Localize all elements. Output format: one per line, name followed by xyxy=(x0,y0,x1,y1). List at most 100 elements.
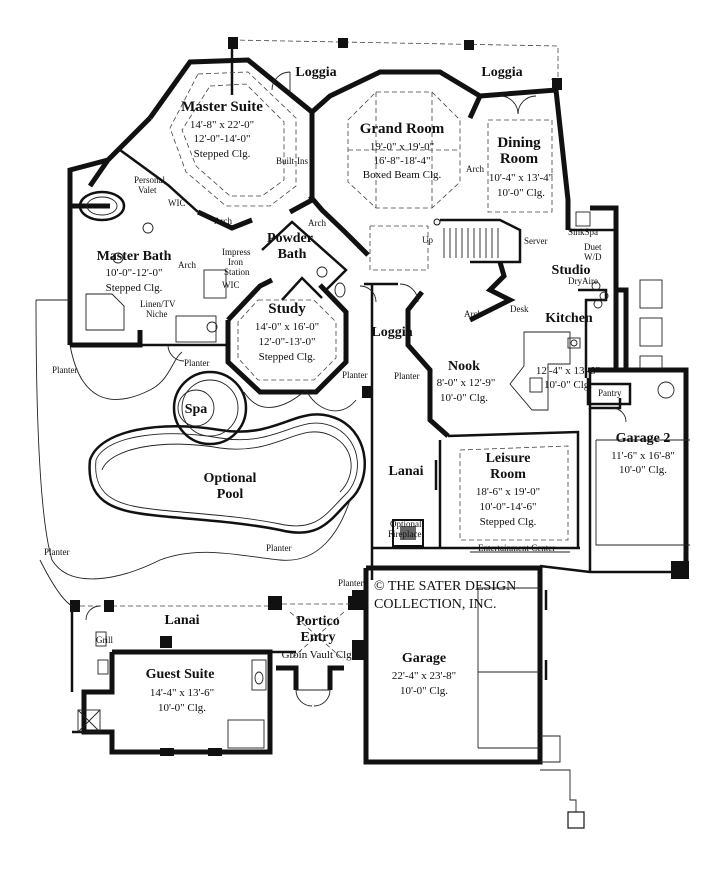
desk-label: Desk xyxy=(510,304,529,314)
impress-label-1: Impress xyxy=(222,247,251,257)
portico-entry-ceiling: Groin Vault Clg. xyxy=(282,649,355,661)
master-bath-name: Master Bath xyxy=(97,249,172,264)
arch-label-dining: Arch xyxy=(466,164,484,174)
garage2-windows xyxy=(575,211,675,399)
wd-label: W/D xyxy=(584,252,602,262)
kitchen-size: 12'-4" x 13'-8" xyxy=(536,365,600,377)
dining-room-size: 10'-4" x 13'-4" xyxy=(489,172,553,184)
study-ceiling: 12'-0"-13'-0" xyxy=(259,336,316,348)
arch-label-nook: Arch xyxy=(464,309,482,319)
ceiling-details xyxy=(169,71,553,661)
arch-label-bath: Arch xyxy=(178,260,196,270)
up-label: Up xyxy=(422,235,433,245)
built-ins-label: Built-Ins xyxy=(276,156,308,166)
garage-2-ceiling: 10'-0" Clg. xyxy=(619,464,667,476)
impress-label-3: Station xyxy=(224,267,250,277)
master-bath-ceiling-type: Stepped Clg. xyxy=(106,282,163,294)
copyright-line-2: COLLECTION, INC. xyxy=(374,597,497,612)
guest-suite-ceiling: 10'-0" Clg. xyxy=(158,702,206,714)
grill-label: Grill xyxy=(96,635,113,645)
leisure-room-name-1: Leisure xyxy=(486,451,531,466)
portico-entry-name-1: Portico xyxy=(296,614,340,629)
kitchen-ceiling: 10'-0" Clg. xyxy=(544,379,592,391)
planter-label-portico: Planter xyxy=(338,578,364,588)
guest-suite-size: 14'-4" x 13'-6" xyxy=(150,687,214,699)
garage-ceiling: 10'-0" Clg. xyxy=(400,685,448,697)
planter-label-lanai: Planter xyxy=(394,371,420,381)
dry-aire-label: DryAire xyxy=(568,276,598,286)
master-suite-ceiling: 12'-0"-14'-0" xyxy=(194,133,251,145)
portico-entry-name-2: Entry xyxy=(301,630,336,645)
arch-label-grand: Arch xyxy=(308,218,326,228)
study-name: Study xyxy=(268,301,306,317)
kitchen-fixtures xyxy=(509,281,632,411)
loggia-label-top-left: Loggia xyxy=(295,65,336,80)
annotation-labels: Loggia Loggia Loggia Lanai Lanai Planter… xyxy=(44,65,622,645)
wic-label-master: WIC xyxy=(168,198,186,208)
master-suite-ceiling-type: Stepped Clg. xyxy=(194,148,251,160)
staircase xyxy=(433,218,522,323)
impress-label-2: Iron xyxy=(228,257,243,267)
planter-label-bath: Planter xyxy=(184,358,210,368)
duet-label: Duet xyxy=(584,242,602,252)
leisure-room-ceiling: 10'-0"-14'-6" xyxy=(480,501,537,513)
personal-valet-label-2: Valet xyxy=(138,185,157,195)
personal-valet-label-1: Personal xyxy=(134,175,165,185)
leisure-room-name-2: Room xyxy=(490,467,526,482)
wic-label-bath: WIC xyxy=(222,280,240,290)
arch-label-master: Arch xyxy=(214,216,232,226)
nook-size: 8'-0" x 12'-9" xyxy=(437,377,496,389)
lanai-label-center: Lanai xyxy=(388,464,423,479)
grand-room-ceiling-type: Boxed Beam Clg. xyxy=(363,169,442,181)
optional-pool-name-1: Optional xyxy=(204,471,257,486)
garage-name: Garage xyxy=(402,651,446,666)
room-labels: Master Suite 14'-8" x 22'-0" 12'-0"-14'-… xyxy=(97,99,675,714)
pool xyxy=(35,299,366,607)
grand-room-size: 19'-0" x 19'-0" xyxy=(370,141,434,153)
kitchen-name: Kitchen xyxy=(545,311,593,326)
nook-name: Nook xyxy=(448,359,480,374)
master-suite-name: Master Suite xyxy=(181,99,263,115)
master-bath-size: 10'-0"-12'-0" xyxy=(106,267,163,279)
nook-ceiling: 10'-0" Clg. xyxy=(440,392,488,404)
dining-room-name-2: Room xyxy=(500,151,539,167)
leisure-room-size: 18'-6" x 19'-0" xyxy=(476,486,540,498)
guest-suite-name: Guest Suite xyxy=(146,667,215,682)
dining-room-ceiling: 10'-0" Clg. xyxy=(497,187,545,199)
studio-name: Studio xyxy=(552,263,591,278)
powder-bath-name-2: Bath xyxy=(278,247,307,262)
planter-label-bottom-left: Planter xyxy=(44,547,70,557)
garage-size: 22'-4" x 23'-8" xyxy=(392,670,456,682)
copyright-line-1: © THE SATER DESIGN xyxy=(374,579,516,594)
loggia-label-center: Loggia xyxy=(371,325,412,340)
study-size: 14'-0" x 16'-0" xyxy=(255,321,319,333)
dining-room-name-1: Dining xyxy=(497,135,541,151)
powder-bath-name-1: Powder xyxy=(267,231,313,246)
garage-2-size: 11'-6" x 16'-8" xyxy=(611,450,675,462)
server-label: Server xyxy=(524,236,548,246)
pantry-label: Pantry xyxy=(598,388,622,398)
sink-spa-label: SinkSpa xyxy=(568,227,598,237)
loggia-label-top-right: Loggia xyxy=(481,65,522,80)
linen-label-1: Linen/TV xyxy=(140,299,176,309)
grand-room-ceiling: 16'-8"-18'-4" xyxy=(374,155,431,167)
study-ceiling-type: Stepped Clg. xyxy=(259,351,316,363)
bath-fixtures xyxy=(77,190,346,749)
garage-2-name: Garage 2 xyxy=(616,431,671,446)
spa-name: Spa xyxy=(185,402,208,417)
planter-label-left: Planter xyxy=(52,365,78,375)
linen-label-2: Niche xyxy=(146,309,168,319)
planter-label-study: Planter xyxy=(342,370,368,380)
lanai-label-guest: Lanai xyxy=(164,613,199,628)
grand-room-name: Grand Room xyxy=(360,121,445,137)
optional-fireplace-label-2: Fireplace xyxy=(388,529,421,539)
leisure-room-ceiling-type: Stepped Clg. xyxy=(480,516,537,528)
entertainment-center-label: Entertainment Center xyxy=(478,543,555,553)
exterior-walls xyxy=(67,37,690,829)
optional-fireplace-label-1: Optional xyxy=(390,519,422,529)
optional-pool-name-2: Pool xyxy=(217,487,244,502)
doors xyxy=(85,71,627,707)
master-suite-size: 14'-8" x 22'-0" xyxy=(190,119,254,131)
planter-label-pool: Planter xyxy=(266,543,292,553)
